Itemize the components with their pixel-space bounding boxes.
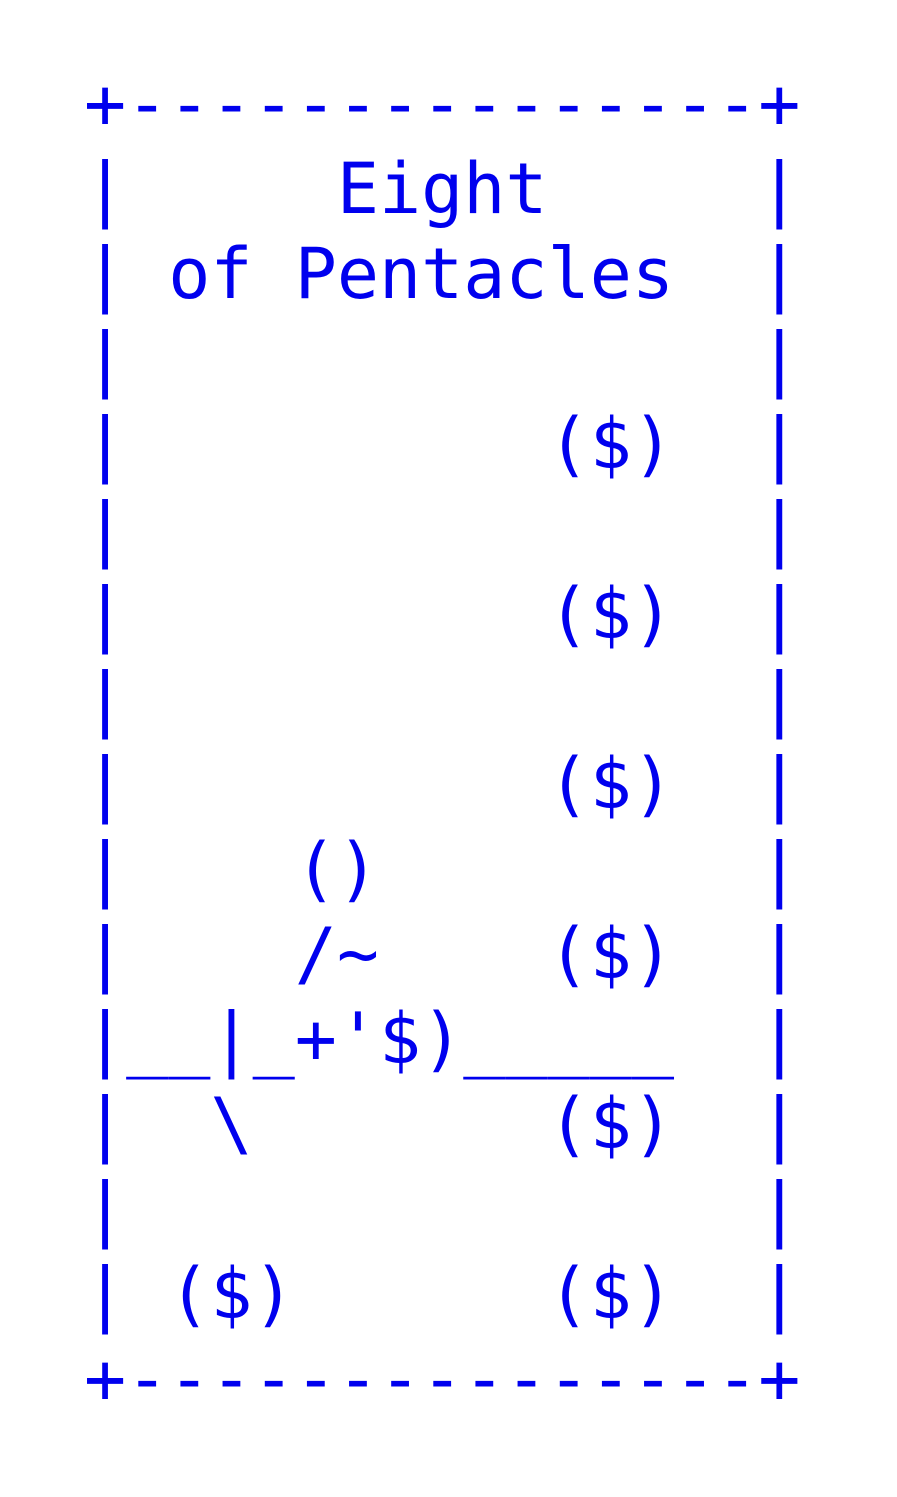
card-border-bottom: +---------------+	[84, 1338, 801, 1420]
card-art-line: |__|_+'$)_____ |	[84, 998, 801, 1080]
card-title-line-1: | Eight |	[84, 148, 801, 230]
card-art-line: | ($) |	[84, 573, 801, 655]
card-art-line: | () |	[84, 828, 801, 910]
card-art-line: | /~ ($) |	[84, 913, 801, 995]
card-art-line: | |	[84, 488, 801, 570]
card-art-line: | ($) ($) |	[84, 1253, 801, 1335]
card-art-line: | ($) |	[84, 743, 801, 825]
card-art-line: | \ ($) |	[84, 1083, 801, 1165]
tarot-card-ascii-art: +---------------+| Eight || of Pentacles…	[84, 62, 800, 1422]
card-border-top: +---------------+	[84, 63, 801, 145]
card-art-line: | |	[84, 318, 801, 400]
card-title-line-2: | of Pentacles |	[84, 233, 801, 315]
card-art-line: | |	[84, 1168, 801, 1250]
card-art-line: | ($) |	[84, 403, 801, 485]
card-art-line: | |	[84, 658, 801, 740]
